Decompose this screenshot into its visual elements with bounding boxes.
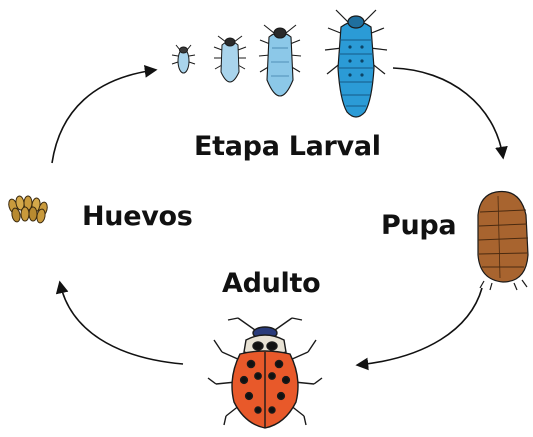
label-eggs-stage: Huevos — [82, 201, 193, 232]
larva-stage-3-icon — [258, 24, 302, 97]
larva-stage-4-icon — [324, 9, 388, 118]
arrow-adult-to-eggs — [55, 280, 184, 365]
larva-stage-2-icon — [213, 35, 247, 83]
arrow-eggs-to-larva — [51, 65, 158, 164]
arrow-larva-to-pupa — [392, 67, 508, 160]
arrow-pupa-to-adult — [355, 287, 483, 371]
label-pupa-stage: Pupa — [381, 210, 457, 241]
label-larval-stage: Etapa Larval — [194, 131, 381, 162]
pupa-icon — [477, 190, 529, 291]
label-adult-stage: Adulto — [222, 268, 321, 299]
larva-stage-1-icon — [171, 44, 196, 74]
egg-cluster-icon — [8, 195, 48, 224]
adult-beetle-icon — [207, 317, 323, 429]
